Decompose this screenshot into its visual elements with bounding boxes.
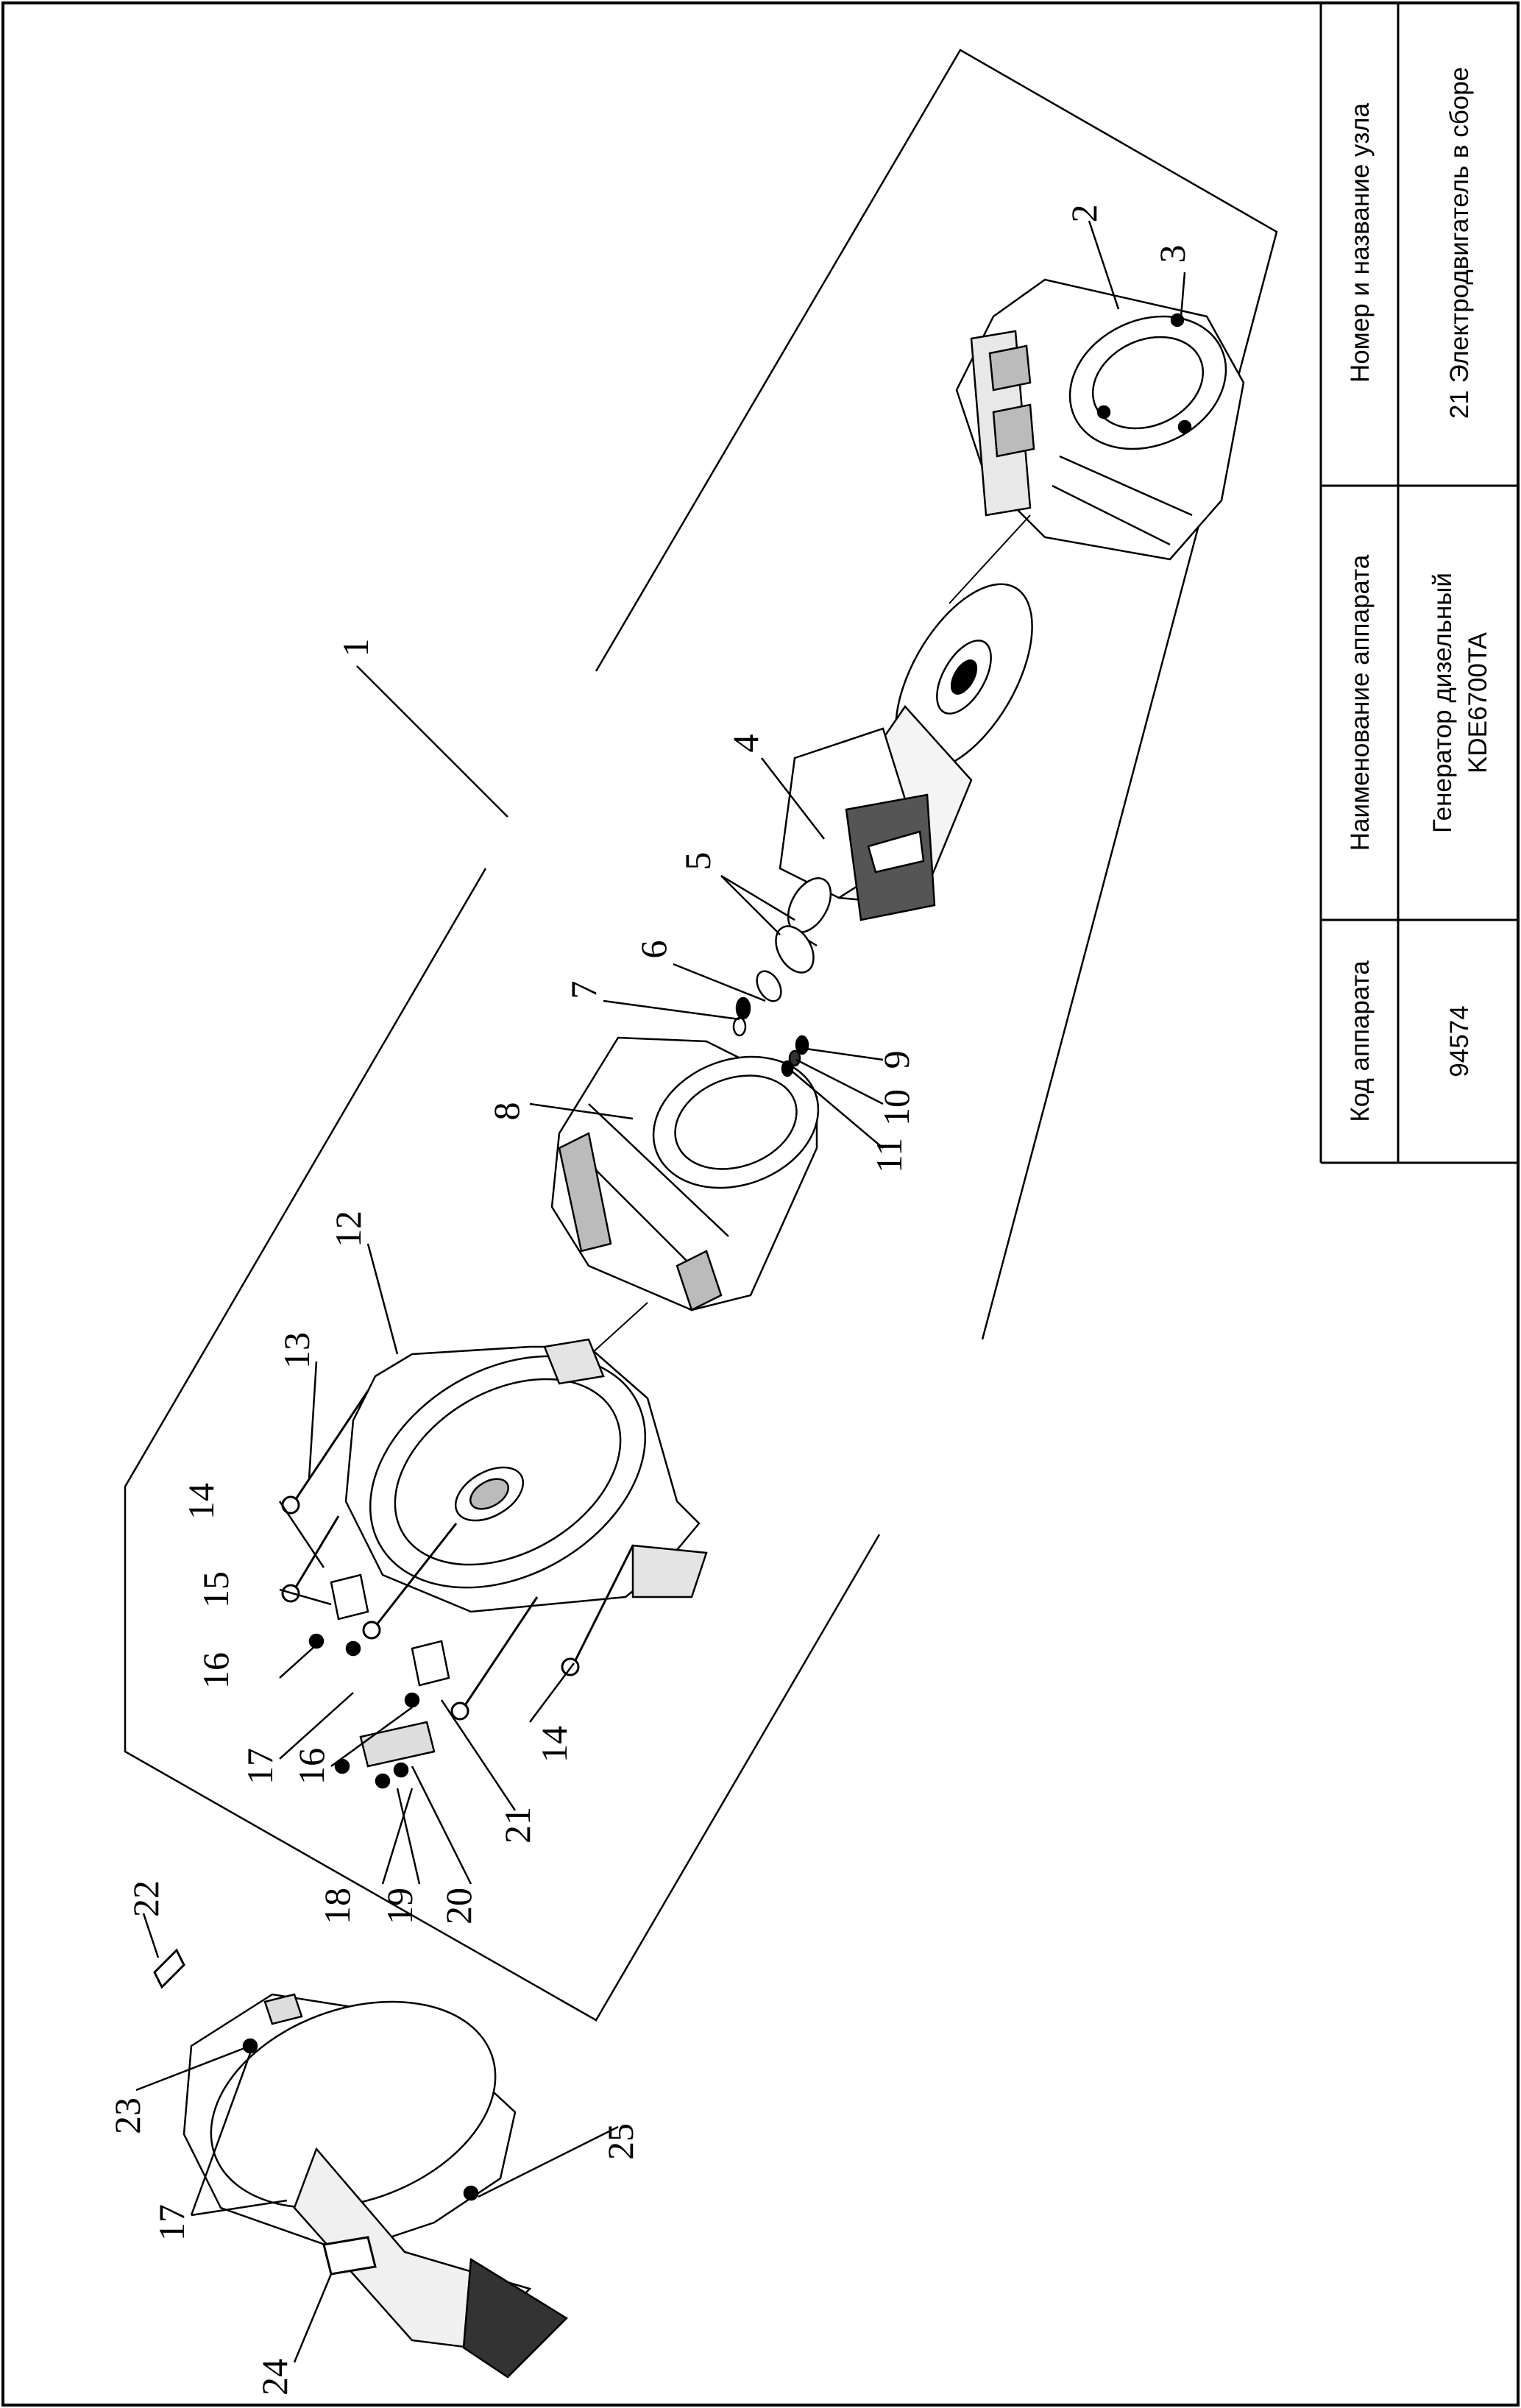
callout-23: 23: [107, 2097, 148, 2134]
leader-lines: [135, 220, 1186, 2363]
fan-cover: [182, 1993, 569, 2379]
title-col2-value-line1: Генератор дизельный: [1428, 573, 1457, 833]
callout-16-upper: 16: [195, 1652, 236, 1689]
callout-7: 7: [563, 981, 604, 999]
title-col1-value: 94574: [1445, 1005, 1474, 1077]
title-col2-header: Наименование аппарата: [1346, 554, 1375, 851]
callout-22: 22: [125, 1880, 166, 1917]
callout-24: 24: [254, 2359, 295, 2395]
rotor: [779, 583, 1033, 947]
terminal-parts: [308, 1573, 450, 1789]
callout-12: 12: [327, 1211, 369, 1247]
callout-17-lower: 17: [151, 2204, 192, 2241]
callout-8: 8: [486, 1102, 527, 1121]
stator: [550, 1036, 820, 1311]
callout-11: 11: [868, 1138, 910, 1173]
callout-19: 19: [379, 1888, 420, 1924]
callout-10: 10: [876, 1089, 917, 1126]
title-col2-value-line2: KDE6700TA: [1464, 631, 1492, 773]
front-frame: [344, 1338, 708, 1613]
callout-14-lower: 14: [533, 1726, 575, 1763]
rear-end-bracket: [955, 278, 1245, 561]
callout-2: 2: [1063, 205, 1105, 223]
callout-6: 6: [633, 941, 674, 959]
callout-13: 13: [276, 1332, 317, 1369]
callout-21: 21: [497, 1807, 538, 1844]
callout-5: 5: [677, 852, 718, 871]
callout-14-upper: 14: [180, 1483, 221, 1520]
bearing-and-washers: [732, 925, 815, 1077]
callout-labels: 1 2 3 4 5 6 7 8 9 10 11 12 13 14 15 16 1…: [107, 205, 1193, 2396]
callout-18: 18: [316, 1888, 358, 1924]
tie-bolts: [281, 1390, 634, 1721]
callout-16-lower: 16: [291, 1748, 332, 1785]
title-col3-header: Номер и название узла: [1346, 102, 1375, 382]
title-col3-value: 21 Электродвигатель в сборе: [1445, 67, 1474, 419]
callout-17-upper: 17: [239, 1748, 280, 1785]
assembly-boundary: [124, 49, 1278, 2022]
callout-9: 9: [876, 1051, 917, 1069]
callout-25: 25: [600, 2123, 641, 2160]
title-block: [1319, 3, 1518, 1164]
callout-15: 15: [195, 1571, 236, 1608]
callout-3: 3: [1152, 245, 1193, 263]
callout-1: 1: [335, 639, 376, 657]
small-clips: [153, 1948, 377, 2276]
callout-4: 4: [725, 734, 766, 753]
title-col1-header: Код аппарата: [1346, 960, 1375, 1122]
callout-20: 20: [438, 1888, 479, 1924]
